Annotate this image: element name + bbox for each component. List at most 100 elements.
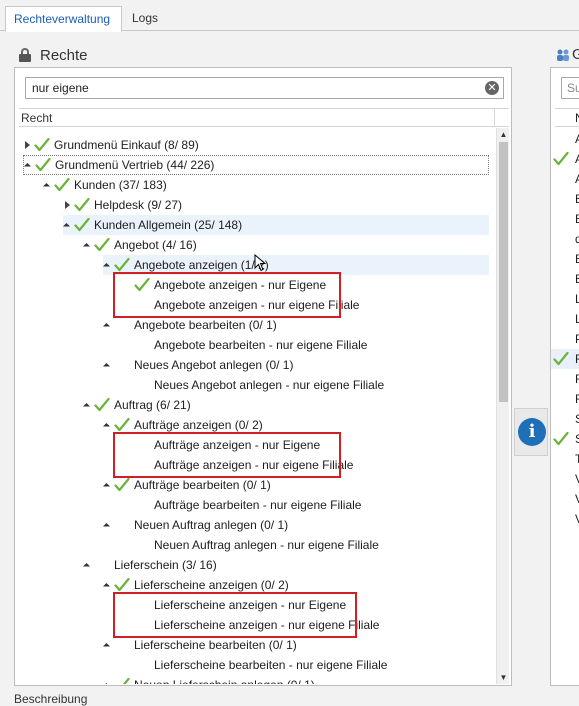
tab-logs[interactable]: Logs	[132, 11, 159, 25]
tree-node[interactable]: Angebote bearbeiten - nur eigene Filiale	[123, 335, 367, 355]
checkmark-icon[interactable]	[94, 237, 110, 253]
group-row[interactable]: P	[551, 329, 579, 349]
tree-node[interactable]: Grundmenü Einkauf (8/ 89)	[23, 135, 199, 155]
tree-node[interactable]: Angebote anzeigen - nur eigene Filiale	[123, 295, 359, 315]
collapse-arrow-icon[interactable]	[83, 395, 92, 415]
group-row[interactable]: F	[551, 389, 579, 409]
rights-search-input[interactable]: nur eigene ✕	[25, 77, 504, 99]
expand-arrow-icon[interactable]	[23, 135, 32, 155]
check-placeholder[interactable]	[134, 657, 150, 673]
tree-node[interactable]: Aufträge anzeigen - nur Eigene	[123, 435, 320, 455]
collapse-arrow-icon[interactable]	[103, 415, 112, 435]
checkmark-icon[interactable]	[54, 177, 70, 193]
scroll-up-arrow-icon[interactable]: ▲	[499, 130, 508, 139]
tree-node[interactable]: Lieferscheine anzeigen - nur Eigene	[123, 595, 346, 615]
collapse-arrow-icon[interactable]	[24, 155, 33, 175]
tree-node[interactable]: Lieferscheine bearbeiten - nur eigene Fi…	[123, 655, 387, 675]
tree-node[interactable]: Aufträge anzeigen - nur eigene Filiale	[123, 455, 353, 475]
group-row[interactable]: L	[551, 309, 579, 329]
tree-node[interactable]: Angebote anzeigen (1/ 2)	[103, 255, 489, 275]
tree-node[interactable]: Angebot (4/ 16)	[83, 235, 197, 255]
expand-arrow-icon[interactable]	[63, 195, 72, 215]
tree-node[interactable]: Grundmenü Vertrieb (44/ 226)	[23, 155, 489, 175]
group-row[interactable]: E	[551, 269, 579, 289]
column-header-recht[interactable]: Recht	[19, 108, 509, 127]
checkmark-icon[interactable]	[94, 397, 110, 413]
collapse-arrow-icon[interactable]	[83, 555, 92, 575]
group-row[interactable]: S	[551, 429, 579, 449]
tab-rechteverwaltung[interactable]: Rechteverwaltung	[5, 6, 122, 32]
tree-node[interactable]: Neuen Auftrag anlegen (0/ 1)	[103, 515, 288, 535]
group-row[interactable]: T	[551, 449, 579, 469]
group-row[interactable]: B	[551, 209, 579, 229]
group-row[interactable]: A	[551, 169, 579, 189]
group-row[interactable]: E	[551, 249, 579, 269]
tree-node[interactable]: Lieferscheine anzeigen - nur eigene Fili…	[123, 615, 379, 635]
check-placeholder[interactable]	[114, 517, 130, 533]
check-placeholder[interactable]	[134, 377, 150, 393]
collapse-arrow-icon[interactable]	[103, 675, 112, 684]
checkmark-icon[interactable]	[114, 477, 130, 493]
collapse-arrow-icon[interactable]	[103, 255, 112, 275]
tree-node[interactable]: Neuen Lieferschein anlegen (0/ 1)	[103, 675, 315, 684]
group-row[interactable]: L	[551, 289, 579, 309]
group-row[interactable]: A	[551, 149, 579, 169]
tree-node[interactable]: Lieferscheine anzeigen (0/ 2)	[103, 575, 289, 595]
group-row[interactable]: S	[551, 409, 579, 429]
check-placeholder[interactable]	[114, 637, 130, 653]
scroll-down-arrow-icon[interactable]: ▼	[499, 673, 508, 682]
checkmark-icon[interactable]	[114, 417, 130, 433]
check-placeholder[interactable]	[134, 497, 150, 513]
collapse-arrow-icon[interactable]	[103, 475, 112, 495]
checkmark-icon[interactable]	[553, 431, 569, 447]
tree-scrollbar[interactable]: ▲ ▼	[496, 128, 509, 684]
groups-search-input[interactable]: Su	[561, 77, 579, 99]
tree-node[interactable]: Aufträge bearbeiten - nur eigene Filiale	[123, 495, 361, 515]
checkmark-icon[interactable]	[114, 257, 130, 273]
checkmark-icon[interactable]	[134, 277, 150, 293]
tree-node[interactable]: Neues Angebot anlegen (0/ 1)	[103, 355, 293, 375]
tree-node[interactable]: Helpdesk (9/ 27)	[63, 195, 182, 215]
tree-node[interactable]: Angebote bearbeiten (0/ 1)	[103, 315, 277, 335]
tree-node[interactable]: Lieferscheine bearbeiten (0/ 1)	[103, 635, 297, 655]
group-row[interactable]: V	[551, 469, 579, 489]
check-placeholder[interactable]	[134, 537, 150, 553]
collapse-arrow-icon[interactable]	[103, 515, 112, 535]
tree-node[interactable]: Aufträge bearbeiten (0/ 1)	[103, 475, 271, 495]
group-row[interactable]: F	[551, 369, 579, 389]
check-placeholder[interactable]	[114, 317, 130, 333]
checkmark-icon[interactable]	[74, 217, 90, 233]
check-placeholder[interactable]	[134, 337, 150, 353]
group-row[interactable]: V	[551, 489, 579, 509]
checkmark-icon[interactable]	[114, 577, 130, 593]
group-row[interactable]: d	[551, 229, 579, 249]
clear-search-icon[interactable]: ✕	[485, 81, 499, 95]
tree-node[interactable]: Lieferschein (3/ 16)	[83, 555, 217, 575]
collapse-arrow-icon[interactable]	[63, 215, 72, 235]
checkmark-icon[interactable]	[34, 137, 50, 153]
check-placeholder[interactable]	[94, 557, 110, 573]
tree-node[interactable]: Auftrag (6/ 21)	[83, 395, 191, 415]
checkmark-icon[interactable]	[553, 351, 569, 367]
collapse-arrow-icon[interactable]	[43, 175, 52, 195]
tree-node[interactable]: Neuen Auftrag anlegen - nur eigene Filia…	[123, 535, 379, 555]
collapse-arrow-icon[interactable]	[103, 635, 112, 655]
group-row[interactable]: F	[551, 349, 579, 369]
checkmark-icon[interactable]	[114, 677, 130, 684]
tree-node[interactable]: Kunden Allgemein (25/ 148)	[63, 215, 489, 235]
checkmark-icon[interactable]	[553, 151, 569, 167]
tree-node[interactable]: Aufträge anzeigen (0/ 2)	[103, 415, 263, 435]
groups-column-header[interactable]: N	[555, 108, 579, 127]
group-row[interactable]: A	[551, 129, 579, 149]
group-row[interactable]: B	[551, 189, 579, 209]
check-placeholder[interactable]	[114, 357, 130, 373]
collapse-arrow-icon[interactable]	[103, 355, 112, 375]
tree-node[interactable]: Angebote anzeigen - nur Eigene	[123, 275, 326, 295]
tree-node[interactable]: Neues Angebot anlegen - nur eigene Filia…	[123, 375, 384, 395]
scrollbar-thumb[interactable]	[499, 142, 508, 402]
collapse-arrow-icon[interactable]	[103, 315, 112, 335]
group-row[interactable]: V	[551, 509, 579, 529]
collapse-arrow-icon[interactable]	[83, 235, 92, 255]
rights-tree[interactable]: Grundmenü Einkauf (8/ 89)Grundmenü Vertr…	[19, 128, 491, 684]
info-button[interactable]: i	[514, 408, 548, 456]
